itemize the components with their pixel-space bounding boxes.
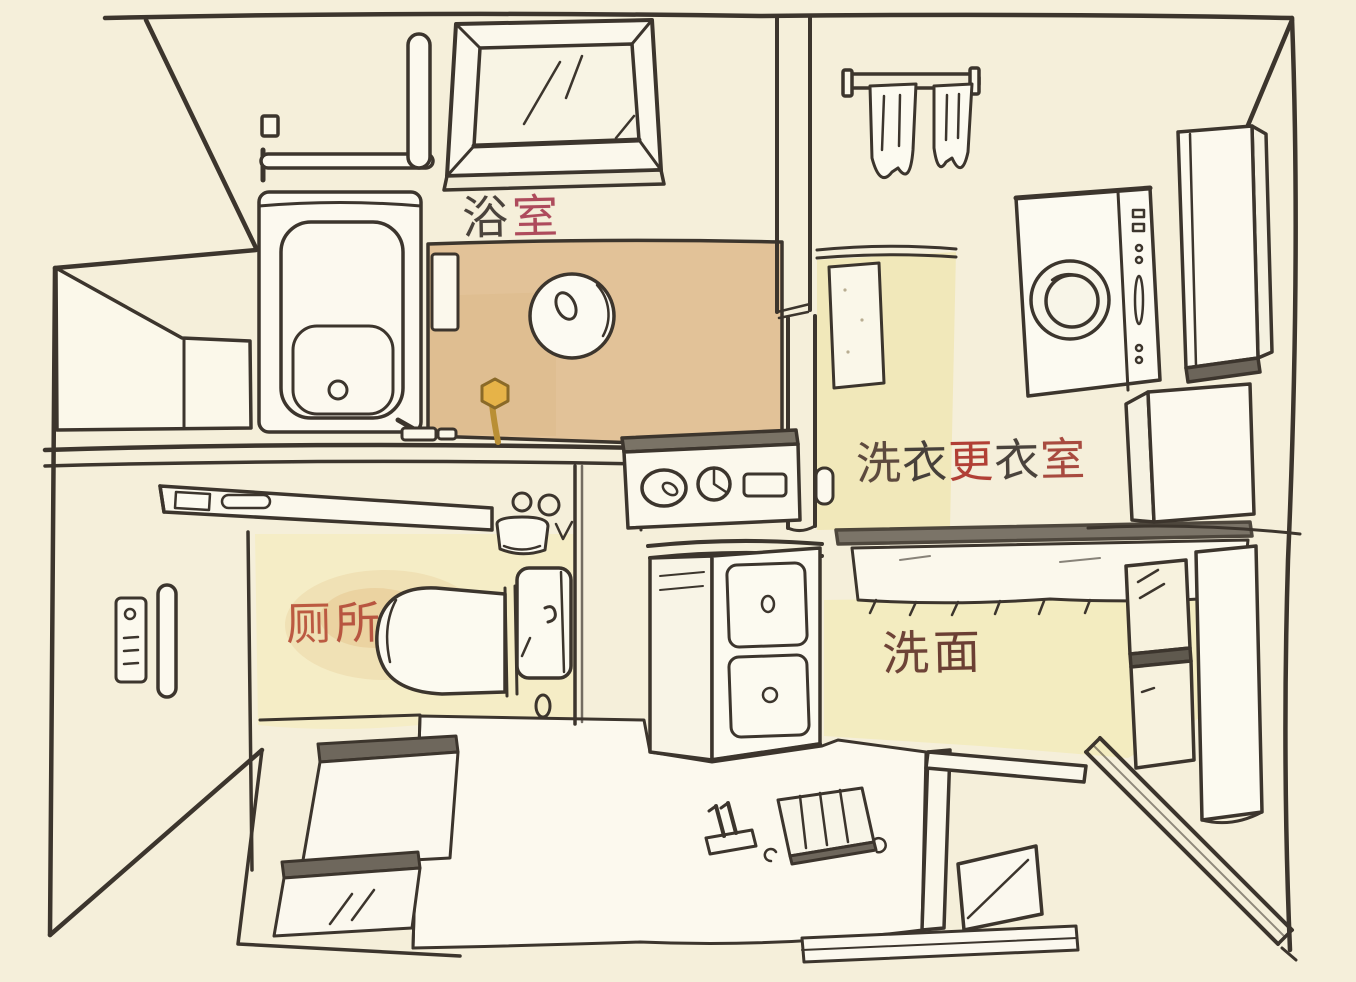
vertical-grab-bar [406,32,432,170]
bathtub [257,190,458,442]
runner-strip [800,924,1080,964]
toilet-door [114,530,254,872]
storage-shelf [158,484,494,532]
window-glass-marks [522,54,636,140]
bathroom-label: 浴室 [461,180,563,248]
mirror-cabinet [1124,558,1196,770]
label-char: 衣 [993,433,1041,488]
washing-machine [1013,185,1162,398]
wall-hook [260,114,280,138]
vanity-cabinet [646,538,824,762]
label-char: 衣 [901,435,949,490]
laundry-dressing-room-label: 洗衣更衣室 [855,423,1087,493]
storage-cabinet [1124,382,1256,524]
bath-mat [827,261,886,390]
label-char: 更 [947,434,995,489]
label-char: 面 [932,624,985,681]
toilet-room-label: 厕所 [285,586,385,653]
wall-niche [430,252,460,332]
washlet-control-panel [114,596,148,684]
display [742,472,788,498]
l-shaped-grab-bar [259,147,435,183]
washroom-shelf-edge [834,520,1302,546]
dial [640,468,688,508]
drawer [725,561,809,649]
label-char: 洗 [881,626,934,683]
washer-controls [1131,208,1146,365]
drawer [727,653,811,739]
sloped-storage-bench [54,266,253,432]
label-char: 室 [1039,432,1087,487]
shower-head [480,377,510,445]
striped-bath-mat [763,786,887,866]
toilet-room-wall [573,464,584,726]
step-mats [236,713,462,958]
toilet-paper-holder [495,491,574,556]
laundry-wall-base [815,244,958,260]
side-panel [1194,544,1264,825]
slippers [704,801,758,856]
label-char: 所 [334,595,385,650]
washroom-label: 洗面 [881,613,985,684]
toilet [375,566,573,719]
dial [696,466,732,502]
window [442,18,666,192]
heater-control-panel [620,428,802,530]
bath-stool [528,272,616,360]
toilet-tank [515,566,573,680]
tall-cabinet [1176,124,1274,384]
door-stop [534,693,552,719]
label-char: 厕 [285,597,336,652]
label-char: 浴 [461,190,513,246]
toilet-bowl [375,586,507,696]
flush-lever [543,605,557,624]
threshold [920,736,1294,946]
label-char: 室 [511,188,563,244]
outer-walls [47,11,1298,962]
label-char: 洗 [855,436,903,491]
door-handle [156,583,178,699]
hanging-towels [868,82,974,180]
latch-knob [814,466,835,506]
